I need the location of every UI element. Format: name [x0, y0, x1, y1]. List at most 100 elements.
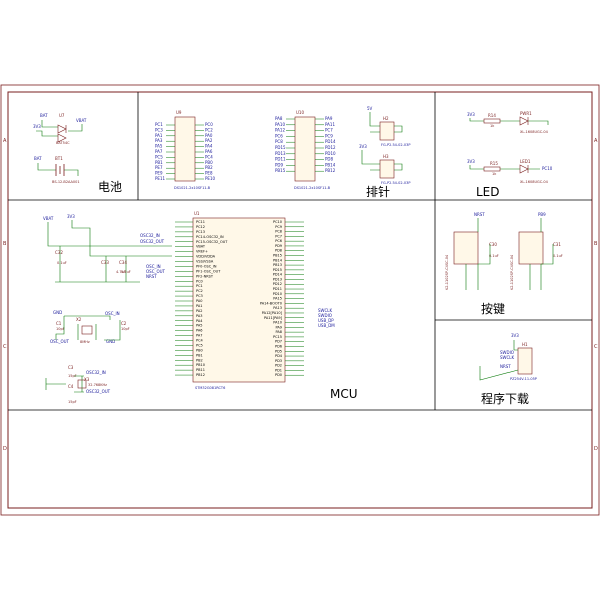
- net-label: PA5: [155, 144, 163, 149]
- part-ref: LED1: [520, 159, 531, 164]
- part-ref: PWR1: [520, 111, 532, 116]
- net-label: PC0: [205, 122, 213, 127]
- net-label: PD13: [275, 151, 286, 156]
- part-ref: U9: [176, 110, 182, 115]
- part-value: 10pF: [121, 327, 130, 331]
- net-label: PC4: [205, 154, 213, 159]
- pin-name: PB14: [273, 258, 283, 262]
- net-label: SWCLK: [500, 355, 515, 360]
- part-value: 0.1uF: [489, 254, 499, 258]
- pin-name: PA14-BOOT0: [260, 301, 282, 305]
- part-value: 1k: [492, 172, 497, 176]
- wire: [469, 118, 549, 125]
- net-label: PA4: [205, 144, 213, 149]
- resistor-icon: [483, 166, 501, 172]
- part-value: 32.768KHz: [88, 383, 107, 387]
- pin-name: PB0: [196, 348, 203, 352]
- net-label: BAT: [40, 113, 48, 118]
- frame-mark: B: [594, 241, 598, 247]
- pin-name: PB1: [196, 353, 203, 357]
- section-title-buttons: 按键: [481, 302, 505, 316]
- part-ref: X3: [84, 377, 90, 382]
- part-ref: H1: [522, 342, 528, 347]
- pin-name: PC6: [275, 239, 282, 243]
- wire: [479, 340, 519, 381]
- part-ref: C34: [119, 260, 127, 265]
- net-label: PC3: [155, 127, 163, 132]
- net-label: PA0: [205, 133, 213, 138]
- part-value: 4.7uF: [116, 270, 126, 274]
- net-label: PD9: [275, 162, 283, 167]
- net-label: 3V3: [67, 214, 75, 219]
- net-label: PC2: [205, 127, 213, 132]
- frame-left-marks: A B C D: [3, 138, 7, 452]
- net-label: OSC_IN: [105, 311, 120, 316]
- pin-name: PB10: [196, 363, 205, 367]
- part-value: DS1021-2x10SF11-B: [174, 186, 211, 190]
- part-value: 0.1uF: [553, 254, 563, 258]
- outer-frame: [0, 84, 600, 516]
- programming-circuit: 3V3 H1 SWDIO SWCLK NRST PZ254V-11-05P: [479, 333, 537, 381]
- net-label: PB14: [325, 162, 336, 167]
- pin-name: PD4: [275, 354, 283, 358]
- part-ref: C33: [101, 260, 109, 265]
- net-label: PA10: [275, 122, 285, 127]
- pin-name: PB12: [196, 373, 205, 377]
- led-icon: [519, 116, 529, 126]
- section-dividers: [8, 92, 592, 411]
- net-label: PC5: [155, 154, 163, 159]
- pin-name: PA12[PA10]: [262, 311, 283, 315]
- net-label: PB1: [155, 160, 163, 165]
- led-icon: [519, 164, 529, 174]
- pin-name: PA10: [273, 321, 282, 325]
- wire: [45, 375, 84, 393]
- part-value: PZ254V-11-05P: [510, 377, 537, 381]
- part-ref: C3: [68, 365, 74, 370]
- net-label: PB15: [275, 168, 286, 173]
- header-body: [294, 116, 316, 182]
- net-label: USB_DP: [318, 318, 334, 323]
- net-label: OSC_OUT: [50, 339, 70, 344]
- part-value: 0.1uF: [121, 270, 131, 274]
- net-label: PC1: [155, 122, 163, 127]
- section-title-battery: 电池: [98, 180, 122, 194]
- net-label: PA9: [325, 116, 333, 121]
- pin-name: PA6: [196, 329, 203, 333]
- pin-name: PF2-NRST: [196, 274, 214, 278]
- wire: [37, 163, 79, 176]
- frame-mark: D: [3, 446, 7, 452]
- pin-name: PD15: [273, 268, 282, 272]
- part-ref: H2: [383, 116, 389, 121]
- frame-mark: D: [594, 446, 598, 452]
- net-label: PC8: [275, 139, 283, 144]
- part-value: BS-12-B2AA001: [52, 180, 80, 184]
- pin-name: PC1: [196, 284, 203, 288]
- part-value: 0.1uF: [57, 261, 67, 265]
- pin-name: PC7: [275, 234, 282, 238]
- pin-name: PA5: [196, 324, 203, 328]
- net-label: 3V3: [467, 159, 475, 164]
- pin-name: PC0: [196, 279, 203, 283]
- net-label: PC6: [275, 133, 283, 138]
- part-value: FG-P2.54-02-03P: [381, 143, 410, 147]
- header-u9: U9 DS1021-2x10SF11-B PC1PC3PA1PA3PA5PA7P…: [155, 110, 215, 190]
- button-sw3: [518, 231, 544, 265]
- part-ref: C32: [55, 250, 63, 255]
- battery-circuit: BAT 3V3 VBAT U7 BAT54C BAT BT1 BS-12-B2A…: [33, 113, 87, 184]
- part-ref: H3: [383, 154, 389, 159]
- pin-name: PA13: [273, 306, 282, 310]
- wire: [361, 150, 403, 171]
- pin-name: PD8: [275, 249, 282, 253]
- header-body: [379, 121, 395, 141]
- net-label: GND: [53, 310, 62, 315]
- pin-name: PD2: [275, 364, 282, 368]
- pin-name: PC13: [196, 230, 205, 234]
- net-label: SWDIO: [500, 350, 514, 355]
- part-value: 8MHz: [80, 340, 90, 344]
- net-label: VBAT: [76, 118, 87, 123]
- part-value: FG-P2.54-02-03P: [381, 181, 410, 185]
- part-ref: X2: [76, 317, 82, 322]
- net-label: PE10: [205, 176, 215, 181]
